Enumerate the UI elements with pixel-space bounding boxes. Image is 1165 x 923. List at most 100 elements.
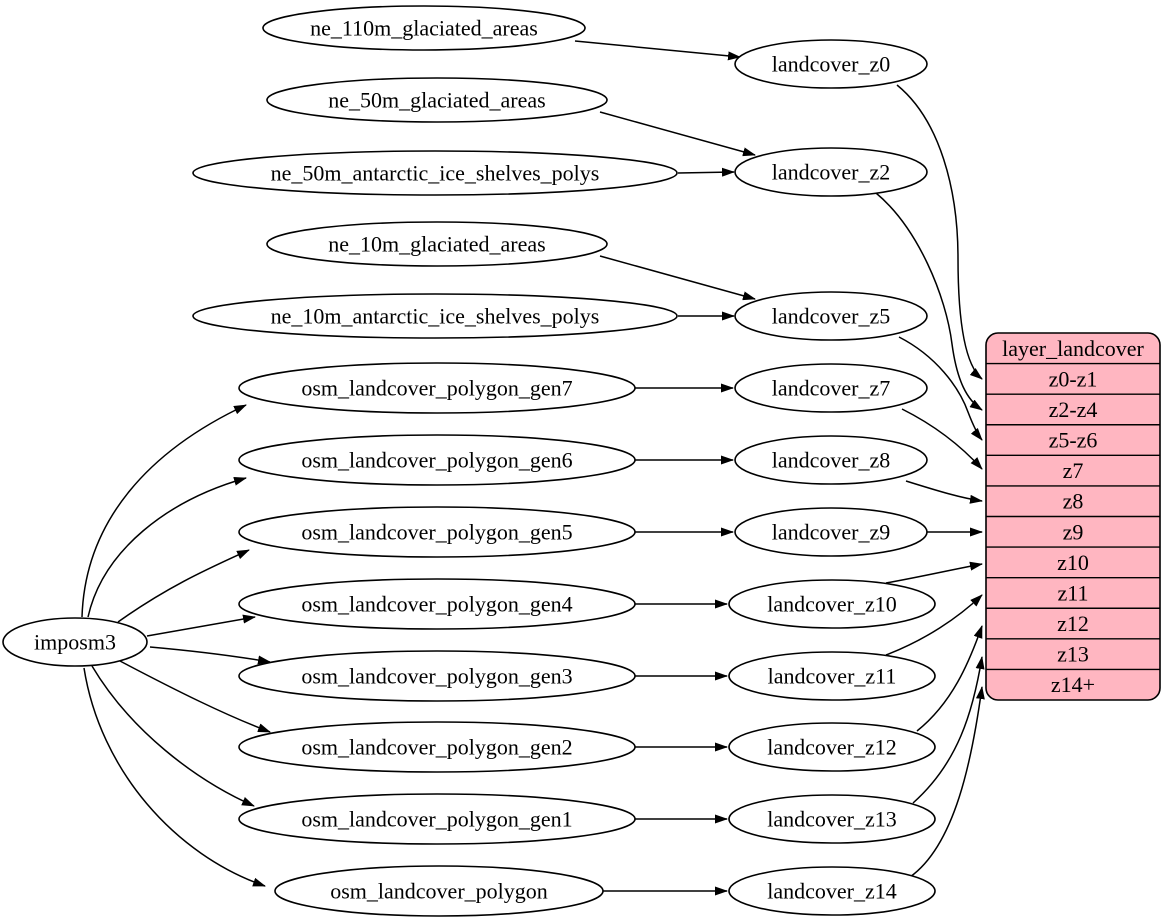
table-row-z7: z7 [1063, 458, 1084, 483]
table-row-z11: z11 [1058, 580, 1089, 605]
node-label-landcover-z0: landcover_z0 [772, 52, 891, 77]
nodes-layer: imposm3 ne_110m_glaciated_areas ne_50m_gla… [2, 5, 936, 917]
node-ellipse-landcover-z7 [734, 363, 928, 413]
node-label-osm-landcover-polygon-gen6: osm_landcover_polygon_gen6 [301, 448, 572, 473]
edge-ne-50m-glaciated-areas-to-landcover-z2 [599, 111, 756, 157]
edge-ne-10m-glaciated-areas-to-landcover-z5 [599, 255, 756, 301]
node-ellipse-ne-10m-antarctic-ice-shelves-polys [192, 293, 678, 339]
node-osm-landcover-polygon-gen1: osm_landcover_polygon_gen1 [238, 793, 636, 845]
edge-landcover-z12-to-layer-landcover-z12 [916, 625, 983, 732]
node-label-landcover-z8: landcover_z8 [772, 448, 891, 473]
node-osm-landcover-polygon-gen5: osm_landcover_polygon_gen5 [238, 506, 636, 558]
node-ellipse-landcover-z2 [734, 147, 928, 197]
node-osm-landcover-polygon-gen2: osm_landcover_polygon_gen2 [238, 721, 636, 773]
table-row-z13: z13 [1057, 642, 1089, 667]
node-label-osm-landcover-polygon: osm_landcover_polygon [330, 879, 548, 904]
node-label-ne-10m-antarctic-ice-shelves-polys: ne_10m_antarctic_ice_shelves_polys [271, 304, 600, 329]
node-label-osm-landcover-polygon-gen4: osm_landcover_polygon_gen4 [301, 592, 572, 617]
node-landcover-z8: landcover_z8 [734, 435, 928, 485]
node-ellipse-osm-landcover-polygon-gen2 [238, 721, 636, 773]
node-label-osm-landcover-polygon-gen2: osm_landcover_polygon_gen2 [301, 735, 572, 760]
node-landcover-z12: landcover_z12 [728, 722, 936, 772]
node-landcover-z7: landcover_z7 [734, 363, 928, 413]
node-ellipse-imposm3 [2, 617, 148, 667]
node-ne-10m-antarctic-ice-shelves-polys: ne_10m_antarctic_ice_shelves_polys [192, 293, 678, 339]
node-label-landcover-z5: landcover_z5 [772, 304, 891, 329]
node-landcover-z5: landcover_z5 [734, 291, 928, 341]
edge-imposm3-to-osm-landcover-polygon-gen3 [149, 646, 271, 665]
node-ne-50m-antarctic-ice-shelves-polys: ne_50m_antarctic_ice_shelves_polys [192, 150, 678, 196]
node-landcover-z11: landcover_z11 [728, 651, 936, 701]
node-label-osm-landcover-polygon-gen7: osm_landcover_polygon_gen7 [301, 376, 572, 401]
node-label-landcover-z13: landcover_z13 [767, 807, 897, 832]
node-ellipse-landcover-z11 [728, 651, 936, 701]
node-label-ne-50m-antarctic-ice-shelves-polys: ne_50m_antarctic_ice_shelves_polys [271, 161, 600, 186]
node-ellipse-osm-landcover-polygon-gen6 [238, 434, 636, 486]
node-ellipse-osm-landcover-polygon-gen5 [238, 506, 636, 558]
edge-imposm3-to-osm-landcover-polygon-gen7 [81, 404, 247, 618]
node-landcover-z10: landcover_z10 [728, 579, 936, 629]
node-label-ne-110m-glaciated-areas: ne_110m_glaciated_areas [310, 16, 538, 41]
node-landcover-z0: landcover_z0 [734, 39, 928, 89]
node-osm-landcover-polygon-gen3: osm_landcover_polygon_gen3 [238, 650, 636, 702]
edge-landcover-z14-to-layer-landcover-z14 [909, 686, 985, 878]
node-label-landcover-z14: landcover_z14 [767, 879, 897, 904]
node-label-landcover-z9: landcover_z9 [772, 520, 891, 545]
node-ellipse-ne-110m-glaciated-areas [262, 5, 586, 51]
node-ne-10m-glaciated-areas: ne_10m_glaciated_areas [266, 221, 608, 267]
edge-imposm3-to-osm-landcover-polygon-gen1 [91, 665, 255, 807]
table-row-z9: z9 [1063, 519, 1084, 544]
node-ellipse-osm-landcover-polygon-gen3 [238, 650, 636, 702]
node-label-landcover-z2: landcover_z2 [772, 160, 891, 185]
node-label-ne-10m-glaciated-areas: ne_10m_glaciated_areas [328, 232, 545, 257]
node-ellipse-landcover-z5 [734, 291, 928, 341]
node-ellipse-ne-50m-glaciated-areas [266, 77, 608, 123]
table-title: layer_landcover [1002, 336, 1144, 361]
node-imposm3: imposm3 [2, 617, 148, 667]
node-landcover-z14: landcover_z14 [728, 866, 936, 916]
edge-imposm3-to-osm-landcover-polygon-gen5 [117, 549, 250, 623]
node-ellipse-osm-landcover-polygon [274, 865, 604, 917]
edge-imposm3-to-osm-landcover-polygon-gen4 [146, 614, 256, 637]
edge-imposm3-to-osm-landcover-polygon-gen6 [87, 476, 247, 618]
edge-landcover-z8-to-layer-landcover-z8 [905, 480, 983, 504]
table-layer: layer_landcoverz0-z1z2-z4z5-z6z7z8z9z10z… [985, 332, 1161, 701]
edge-landcover-z7-to-layer-landcover-z7 [901, 408, 983, 470]
node-ellipse-osm-landcover-polygon-gen7 [238, 362, 636, 414]
node-osm-landcover-polygon-gen6: osm_landcover_polygon_gen6 [238, 434, 636, 486]
node-label-landcover-z11: landcover_z11 [768, 664, 897, 689]
node-osm-landcover-polygon-gen4: osm_landcover_polygon_gen4 [238, 578, 636, 630]
node-landcover-z2: landcover_z2 [734, 147, 928, 197]
node-ne-110m-glaciated-areas: ne_110m_glaciated_areas [262, 5, 586, 51]
node-ellipse-ne-10m-glaciated-areas [266, 221, 608, 267]
edge-landcover-z13-to-layer-landcover-z13 [912, 656, 985, 804]
edges-layer [81, 40, 985, 896]
node-ellipse-landcover-z10 [728, 579, 936, 629]
table-row-z2-z4: z2-z4 [1049, 397, 1098, 422]
node-label-osm-landcover-polygon-gen1: osm_landcover_polygon_gen1 [301, 807, 572, 832]
node-label-ne-50m-glaciated-areas: ne_50m_glaciated_areas [328, 88, 545, 113]
edge-landcover-z11-to-layer-landcover-z11 [885, 594, 983, 656]
edge-landcover-z10-to-layer-landcover-z10 [885, 561, 983, 584]
node-label-imposm3: imposm3 [34, 630, 116, 655]
table-row-z8: z8 [1063, 489, 1084, 514]
table-row-z12: z12 [1057, 611, 1089, 636]
edge-ne-50m-antarctic-ice-shelves-polys-to-landcover-z2 [677, 167, 735, 177]
node-label-osm-landcover-polygon-gen3: osm_landcover_polygon_gen3 [301, 664, 572, 689]
node-label-osm-landcover-polygon-gen5: osm_landcover_polygon_gen5 [301, 520, 572, 545]
edge-landcover-z5-to-layer-landcover-z5-z6 [898, 336, 983, 441]
node-landcover-z13: landcover_z13 [728, 794, 936, 844]
edge-imposm3-to-osm-landcover-polygon-gen2 [119, 660, 271, 733]
node-ellipse-landcover-z14 [728, 866, 936, 916]
edge-landcover-z2-to-layer-landcover-z2-z4 [875, 192, 983, 411]
node-label-landcover-z12: landcover_z12 [767, 735, 897, 760]
node-ellipse-osm-landcover-polygon-gen1 [238, 793, 636, 845]
node-label-landcover-z10: landcover_z10 [767, 592, 897, 617]
table-row-z14: z14+ [1051, 672, 1095, 697]
node-ellipse-osm-landcover-polygon-gen4 [238, 578, 636, 630]
node-label-landcover-z7: landcover_z7 [772, 376, 891, 401]
table-row-z0-z1: z0-z1 [1049, 366, 1098, 391]
table-row-z5-z6: z5-z6 [1049, 428, 1098, 453]
